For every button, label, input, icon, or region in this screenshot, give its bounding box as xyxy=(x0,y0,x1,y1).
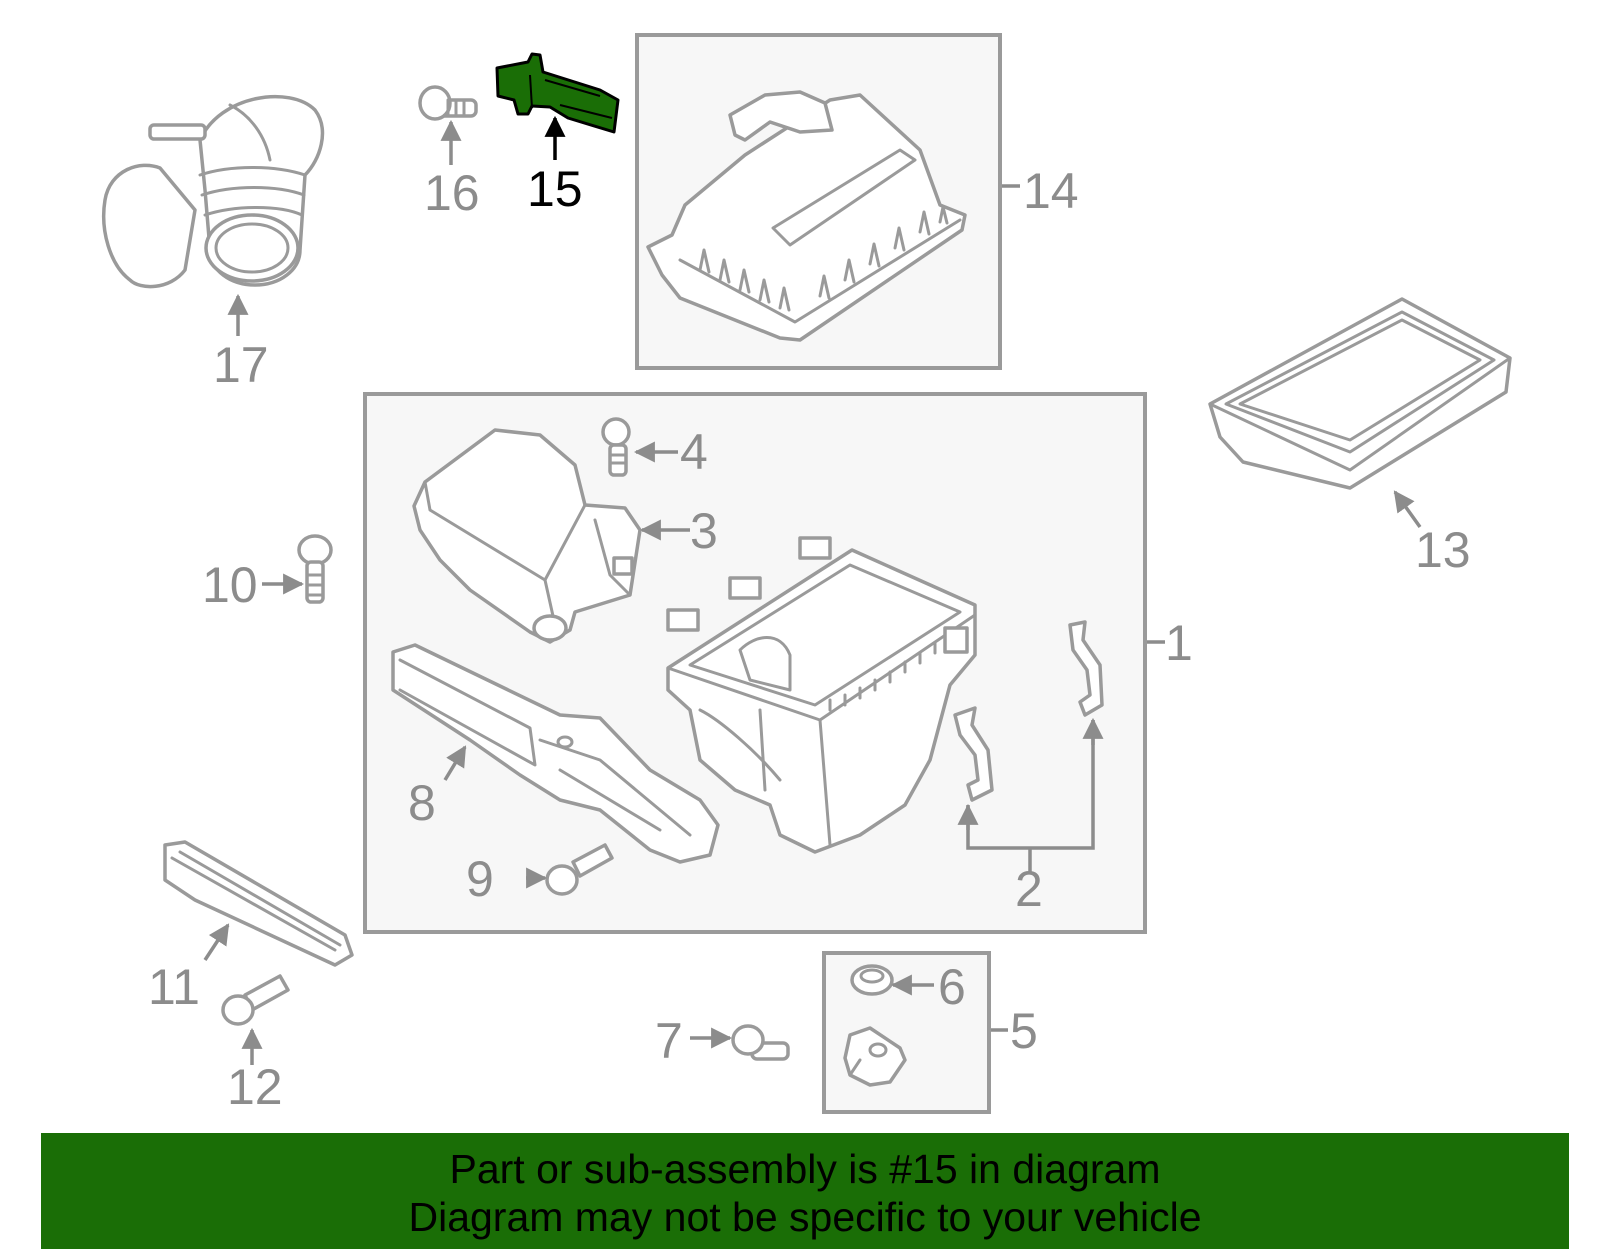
callout-11: 11 xyxy=(148,959,200,1015)
part-11-air-duct[interactable] xyxy=(163,840,354,967)
callout-2: 2 xyxy=(1015,861,1043,917)
callout-1: 1 xyxy=(1165,615,1193,671)
part-2-clips[interactable] xyxy=(953,620,1104,802)
part-12-bolt[interactable] xyxy=(221,974,290,1026)
callout-16: 16 xyxy=(424,165,480,221)
callout-17: 17 xyxy=(213,337,269,393)
leader-8 xyxy=(443,745,467,781)
callout-14: 14 xyxy=(1023,163,1079,219)
callout-7: 7 xyxy=(655,1013,683,1069)
leader-11 xyxy=(203,923,230,961)
part-7-bolt[interactable] xyxy=(731,1024,790,1061)
banner-line-1: Part or sub-assembly is #15 in diagram xyxy=(449,1146,1161,1192)
notice-banner: Part or sub-assembly is #15 in diagram D… xyxy=(41,1133,1569,1249)
callout-15: 15 xyxy=(527,161,583,217)
leader-13 xyxy=(1393,490,1422,529)
callout-10: 10 xyxy=(202,557,258,613)
part-13-air-filter[interactable] xyxy=(1208,297,1512,490)
banner-line-2: Diagram may not be specific to your vehi… xyxy=(408,1194,1202,1240)
part-14-air-cleaner-cover[interactable] xyxy=(646,90,967,342)
callout-4: 4 xyxy=(680,424,708,480)
callout-13: 13 xyxy=(1415,522,1471,578)
callout-12: 12 xyxy=(227,1059,283,1115)
callout-5: 5 xyxy=(1010,1003,1038,1059)
part-4-bolt[interactable] xyxy=(601,417,631,477)
part-10-bolt[interactable] xyxy=(297,534,333,604)
part-9-bolt[interactable] xyxy=(545,843,614,896)
callout-3: 3 xyxy=(690,503,718,559)
part-15-airflow-sensor[interactable] xyxy=(495,52,620,134)
part-5-bracket[interactable] xyxy=(843,1026,907,1087)
callout-6: 6 xyxy=(938,959,966,1015)
part-16-bolt[interactable] xyxy=(418,85,478,121)
part-8-air-inlet-duct[interactable] xyxy=(391,643,720,864)
part-17-intake-hose[interactable] xyxy=(102,94,325,289)
callout-9: 9 xyxy=(466,851,494,907)
part-6-grommet[interactable] xyxy=(850,964,894,996)
part-3-air-duct-resonator[interactable] xyxy=(412,428,642,644)
part-1-air-cleaner-housing[interactable] xyxy=(666,536,977,854)
callout-8: 8 xyxy=(408,775,436,831)
